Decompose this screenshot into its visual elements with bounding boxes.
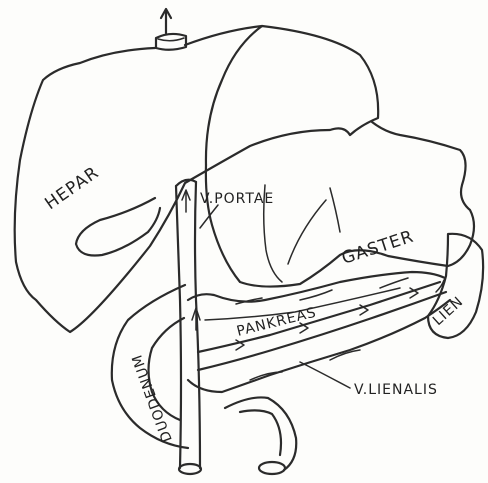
label-pancreas: PANKREAS	[235, 305, 318, 340]
label-lien: LIEN	[430, 293, 467, 328]
upper-vessel-stub	[156, 9, 186, 50]
label-hepar: HEPAR	[41, 163, 103, 214]
label-v-lienalis: V.LIENALIS	[354, 382, 438, 398]
portal-vein	[176, 180, 201, 474]
lower-vessel	[225, 397, 296, 474]
gallbladder	[76, 198, 160, 256]
pancreas-outline	[188, 272, 450, 392]
duodenum-outline	[112, 285, 188, 448]
label-v-portae: V.PORTAE	[200, 191, 274, 207]
label-duodenum: DUODENUM	[129, 352, 176, 444]
label-gaster: GASTER	[339, 227, 416, 269]
